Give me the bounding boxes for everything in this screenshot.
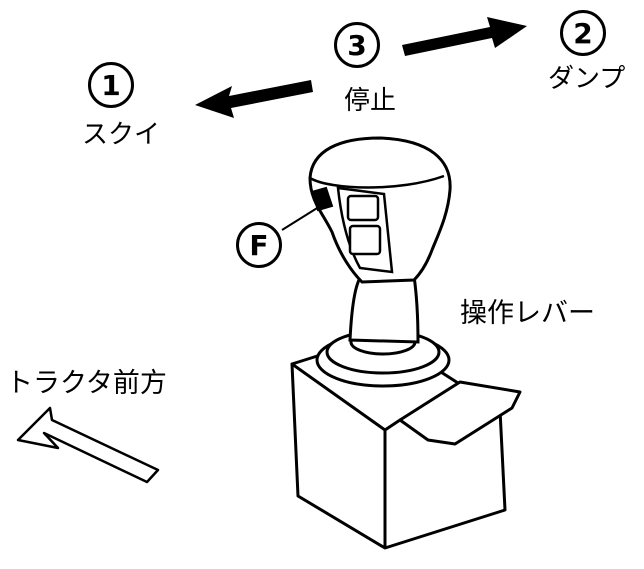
f-button-circle: F [236, 222, 282, 268]
grip-button-lower [348, 224, 382, 256]
arrow-left-scoop [195, 80, 313, 118]
position-1-number: 1 [101, 68, 121, 102]
position-2-number: 2 [573, 16, 593, 50]
position-2-circle: 2 [560, 10, 606, 56]
lever-shaft [348, 274, 420, 344]
f-switch [310, 186, 334, 212]
grip-button-upper [346, 194, 380, 222]
f-leader-line [281, 204, 323, 231]
dump-label: ダンプ [548, 64, 626, 94]
lever-grip-cap [309, 174, 445, 189]
scoop-label: スクイ [82, 120, 161, 150]
stop-label: 停止 [344, 86, 397, 116]
position-3-number: 3 [347, 28, 367, 62]
position-1-circle: 1 [88, 62, 134, 108]
f-button-letter: F [249, 228, 269, 262]
lever-base-ledge [398, 380, 522, 446]
arrow-right-dump [402, 17, 527, 56]
operation-lever-label: 操作レバー [460, 298, 595, 329]
arrow-tractor-forward [16, 406, 160, 484]
tractor-forward-label: トラクタ前方 [6, 368, 167, 399]
position-3-circle: 3 [334, 22, 380, 68]
